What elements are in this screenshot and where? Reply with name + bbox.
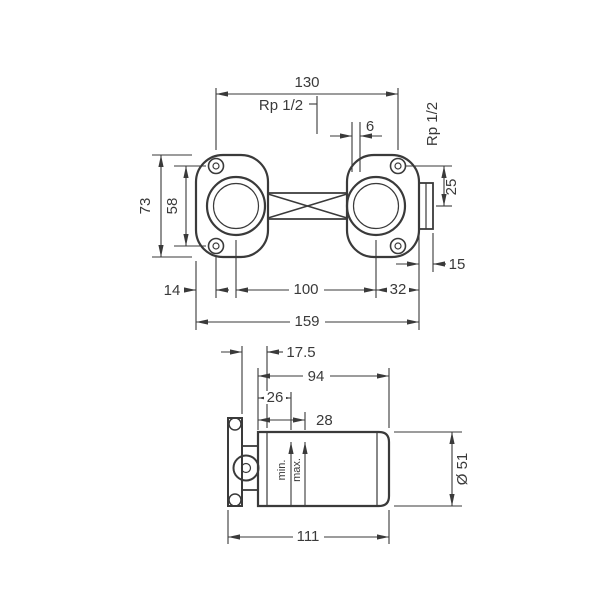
left-port-circle <box>205 175 267 237</box>
screw-holes <box>207 157 407 255</box>
dim-130-label: 130 <box>294 74 319 91</box>
dim-94-label: 94 <box>308 368 325 385</box>
front-view: 130 Rp 1/2 Rp 1/2 6 73 <box>137 74 465 330</box>
dim-6-label: 6 <box>366 118 374 135</box>
dim-26-label: 26 <box>267 389 284 406</box>
dim-14-label: 14 <box>164 282 181 299</box>
dim-17-5: 17.5 <box>221 344 316 428</box>
dim-58: 58 <box>164 165 206 247</box>
thread-label-left: Rp 1/2 <box>259 96 318 134</box>
dim-73: 73 <box>137 154 192 258</box>
dim-diameter-label: Ø 51 <box>454 453 471 486</box>
side-view: min. max. 17.5 94 26 <box>221 344 471 545</box>
dim-15-label: 15 <box>449 256 466 273</box>
dim-111-label: 111 <box>297 528 320 545</box>
dim-32: 32 <box>376 281 419 298</box>
dim-17-5-label: 17.5 <box>286 344 315 361</box>
min-label: min. <box>276 460 288 481</box>
dim-15: 15 <box>396 233 465 330</box>
dim-6: 6 <box>330 118 382 172</box>
thread-right-label: Rp 1/2 <box>424 102 441 146</box>
dim-159-label: 159 <box>294 313 319 330</box>
wall-depth-markers: min. max. <box>276 442 308 505</box>
dim-130: 130 <box>215 74 399 150</box>
dim-14: 14 <box>164 256 229 330</box>
dim-73-label: 73 <box>137 198 154 215</box>
right-port-circle <box>345 175 407 237</box>
dim-100-label: 100 <box>293 281 318 298</box>
thread-label-right: Rp 1/2 <box>424 102 441 146</box>
dim-26: 26 <box>258 389 292 430</box>
dim-111: 111 <box>227 510 390 545</box>
dim-diameter-51: Ø 51 <box>394 431 471 507</box>
dim-58-label: 58 <box>164 198 181 215</box>
dim-25-label: 25 <box>443 179 460 196</box>
mounting-plate-front <box>194 153 434 259</box>
dim-28-label: 28 <box>316 412 333 429</box>
max-label: max. <box>291 458 303 482</box>
right-flange <box>345 153 421 259</box>
mounting-body-side: min. max. <box>227 417 391 508</box>
body-cylinder <box>256 430 391 508</box>
left-flange <box>194 153 270 259</box>
dim-159: 159 <box>196 313 419 330</box>
side-port-circle <box>232 454 260 482</box>
dim-32-label: 32 <box>390 281 407 298</box>
thread-left-label: Rp 1/2 <box>259 97 303 114</box>
dim-28: 28 <box>258 412 333 430</box>
dim-25: 25 <box>406 165 460 207</box>
